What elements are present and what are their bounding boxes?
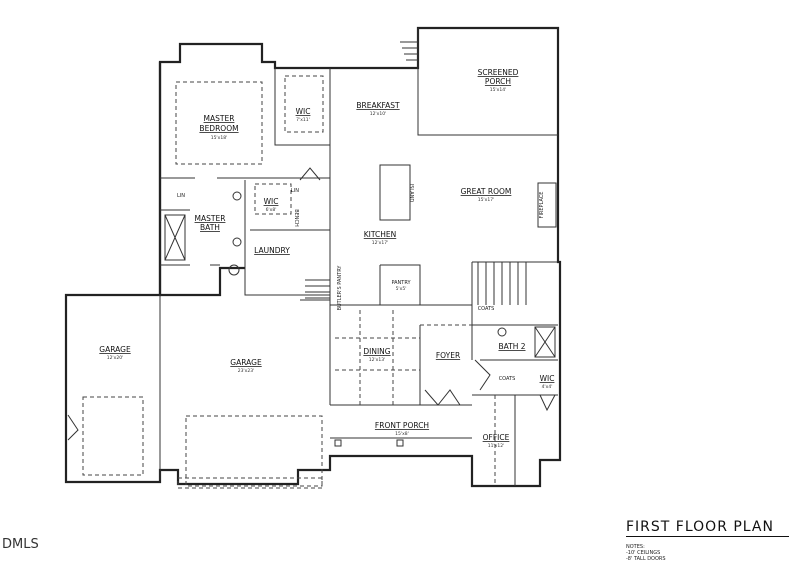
room-dimension: 12'x13' [369, 357, 386, 363]
room-label: OFFICE [483, 433, 510, 442]
room-label: BREAKFAST [356, 101, 400, 110]
tub [228, 264, 240, 276]
room-label: PANTRY [391, 280, 411, 286]
room-label: BUTLER'S PANTRY [337, 265, 343, 311]
room-label: FRONT PORCH [375, 421, 429, 430]
room-dimension: 12'x20' [107, 355, 124, 361]
room-label: WIC [296, 107, 311, 116]
sink [232, 191, 242, 201]
porch-post [334, 439, 342, 447]
plan-title: FIRST FLOOR PLAN [626, 519, 789, 537]
room-label: KITCHEN [364, 230, 397, 239]
room-dimension: 23'x23' [238, 368, 255, 374]
room-label: FOYER [436, 351, 460, 360]
shower [164, 214, 186, 261]
fireplace-label: FIREPLACE [539, 192, 545, 219]
ceiling-details [82, 75, 496, 489]
watermark-logo: DMLS [2, 537, 39, 552]
room-dimension: 7'x11' [296, 117, 310, 123]
coats-label: COATS [478, 306, 495, 312]
note-item: -10' CEILINGS [626, 550, 661, 556]
shower [534, 326, 556, 358]
room-label: WIC [540, 374, 555, 383]
note-item: -8' TALL DOORS [626, 556, 666, 562]
lin-label: LIN [291, 188, 299, 194]
lin-label: LIN [177, 193, 185, 199]
bath-sink [497, 327, 507, 337]
notes-heading: NOTES: [626, 544, 645, 550]
interior-walls [159, 28, 558, 486]
room-label: GREAT ROOM [461, 187, 512, 196]
room-dimension: 12'x17' [372, 240, 389, 246]
room-label: BEDROOM [199, 124, 238, 133]
room-dimension: 12'x10' [370, 111, 387, 117]
room-label: GARAGE [99, 345, 131, 354]
room-label: MASTER [195, 214, 226, 223]
room-dimension: 15'x18' [211, 135, 228, 141]
doors [67, 167, 556, 441]
room-label: PORCH [485, 77, 511, 86]
room-label: DINING [363, 347, 390, 356]
room-dimension: 15'x14' [490, 87, 507, 93]
room-label: LAUNDRY [254, 246, 290, 255]
room-dimension: 5'x5' [396, 286, 407, 292]
room-dimension: 6'x8' [266, 207, 277, 213]
room-dimension: 4'x4' [542, 384, 553, 390]
bench-label: BENCH [293, 209, 299, 227]
porch-post [396, 439, 404, 447]
fireplace [537, 182, 557, 228]
room-dimension: 15'x17' [478, 197, 495, 203]
sink [232, 237, 242, 247]
room-label: SCREENED [478, 68, 519, 77]
room-label: MASTER [204, 114, 235, 123]
island-label: ISLAND [408, 184, 414, 203]
stairs [305, 41, 527, 305]
kitchen-island [379, 164, 411, 221]
room-label: BATH 2 [498, 342, 525, 351]
room-label: GARAGE [230, 358, 262, 367]
coats-label: COATS [499, 376, 516, 382]
exterior-walls [64, 26, 562, 488]
room-label: WIC [264, 197, 279, 206]
plan-notes: NOTES: -10' CEILINGS -8' TALL DOORS [626, 544, 666, 562]
room-label: BATH [200, 223, 220, 232]
room-dimension: 11'x12' [488, 443, 505, 449]
room-dimension: 15'x8' [395, 431, 409, 437]
